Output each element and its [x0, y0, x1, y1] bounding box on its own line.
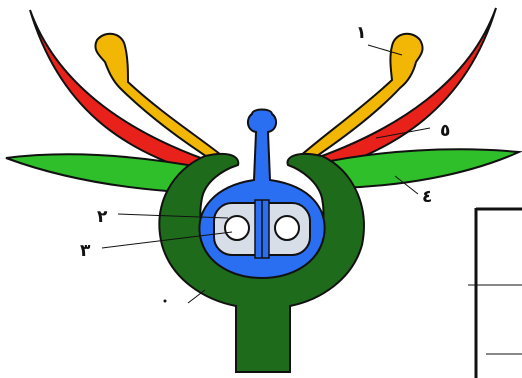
- label-1: ١: [356, 23, 366, 43]
- red-petal-left: [30, 10, 212, 172]
- ovule-right: [275, 216, 299, 240]
- red-petal-right: [305, 8, 496, 172]
- leader-line-receptacle: [188, 290, 205, 303]
- label-3: ٣: [80, 241, 91, 261]
- label-5: ٥: [440, 121, 450, 141]
- ovule-left: [225, 216, 249, 240]
- label-4: ٤: [422, 187, 432, 207]
- dot-marker: [164, 300, 167, 303]
- label-2: ٢: [97, 207, 108, 227]
- table-frame-fragment: [468, 208, 522, 378]
